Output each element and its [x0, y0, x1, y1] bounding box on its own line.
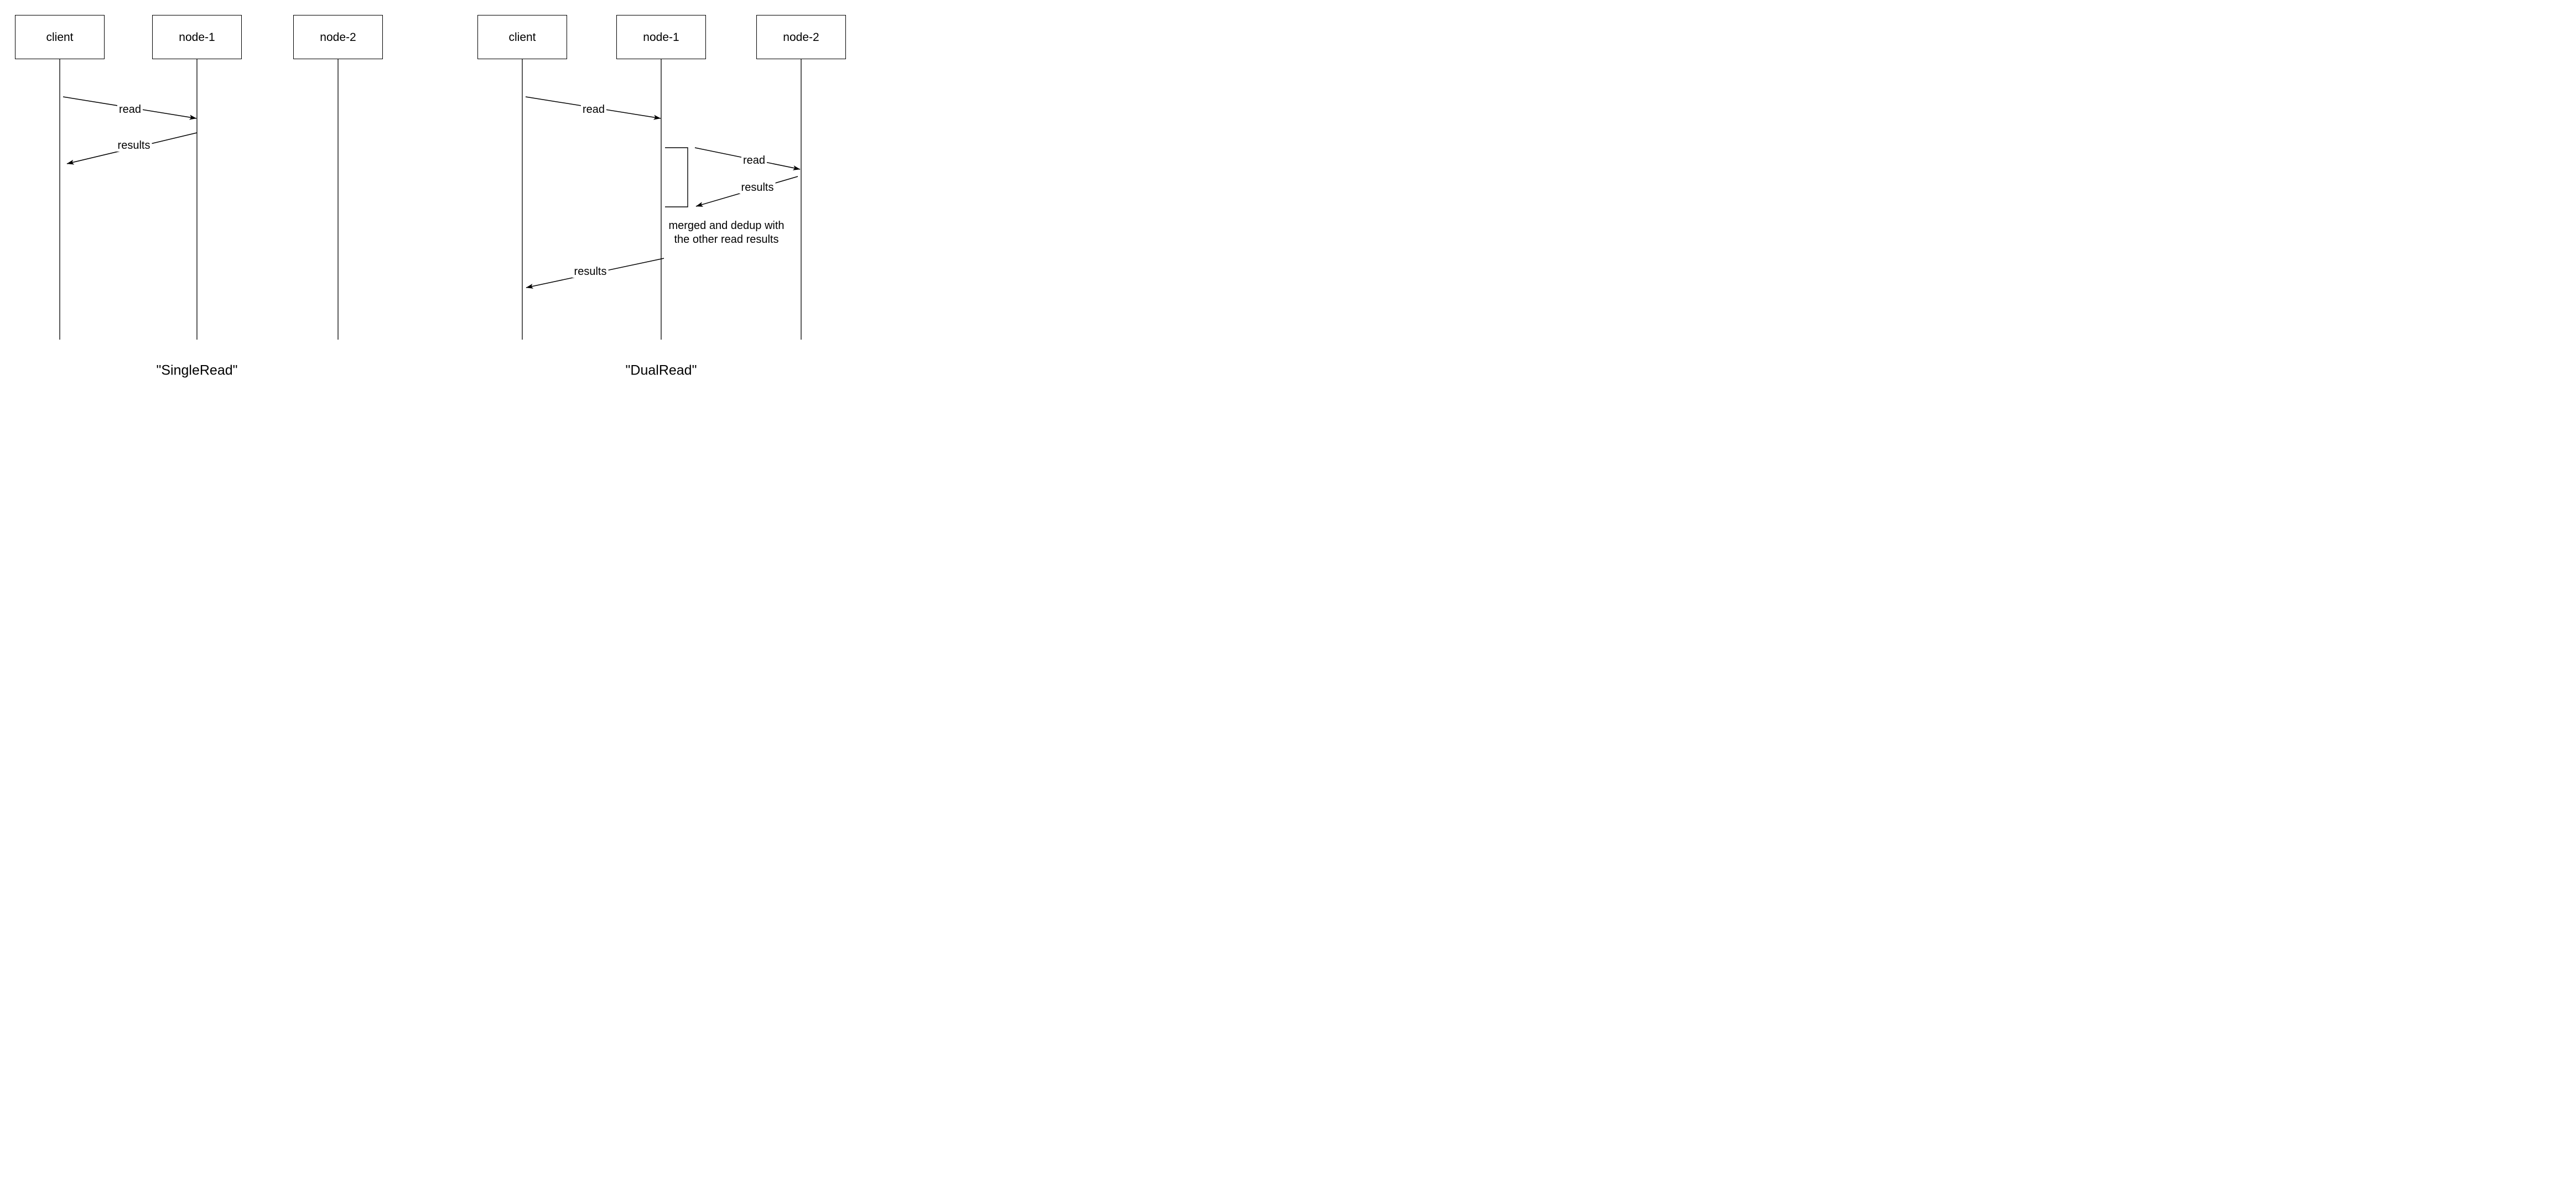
- actor-label-node-1: node-1: [179, 30, 215, 44]
- caption-singleread: "SingleRead": [156, 362, 238, 378]
- actor-label-client: client: [508, 30, 536, 44]
- actor-box-right-client: client: [477, 15, 567, 59]
- diagram-wires: [59, 59, 802, 340]
- note-line-1: merged and dedup with: [668, 220, 785, 232]
- sequence-diagram-canvas: client node-1 node-2 read results "Singl…: [0, 0, 859, 399]
- actor-label-node-2: node-2: [320, 30, 356, 44]
- actor-box-left-node-2: node-2: [293, 15, 383, 59]
- actor-label-node-2: node-2: [783, 30, 819, 44]
- actor-label-node-1: node-1: [643, 30, 679, 44]
- message-label-right-read-2: read: [741, 154, 767, 166]
- actor-box-left-node-1: node-1: [152, 15, 242, 59]
- actor-label-client: client: [46, 30, 74, 44]
- caption-dualread: "DualRead": [625, 362, 697, 378]
- activation-bracket-node-1: [665, 147, 688, 207]
- message-label-right-results-3: results: [572, 266, 609, 278]
- message-label-right-read-1: read: [580, 103, 607, 116]
- message-label-left-results: results: [116, 139, 152, 152]
- note-merged-dedup: merged and dedup with the other read res…: [668, 219, 784, 246]
- actor-box-right-node-1: node-1: [616, 15, 706, 59]
- actor-box-right-node-2: node-2: [756, 15, 846, 59]
- message-label-left-read: read: [117, 103, 143, 116]
- actor-box-left-client: client: [15, 15, 105, 59]
- message-label-right-results-2: results: [739, 181, 776, 194]
- note-line-2: the other read results: [674, 233, 779, 246]
